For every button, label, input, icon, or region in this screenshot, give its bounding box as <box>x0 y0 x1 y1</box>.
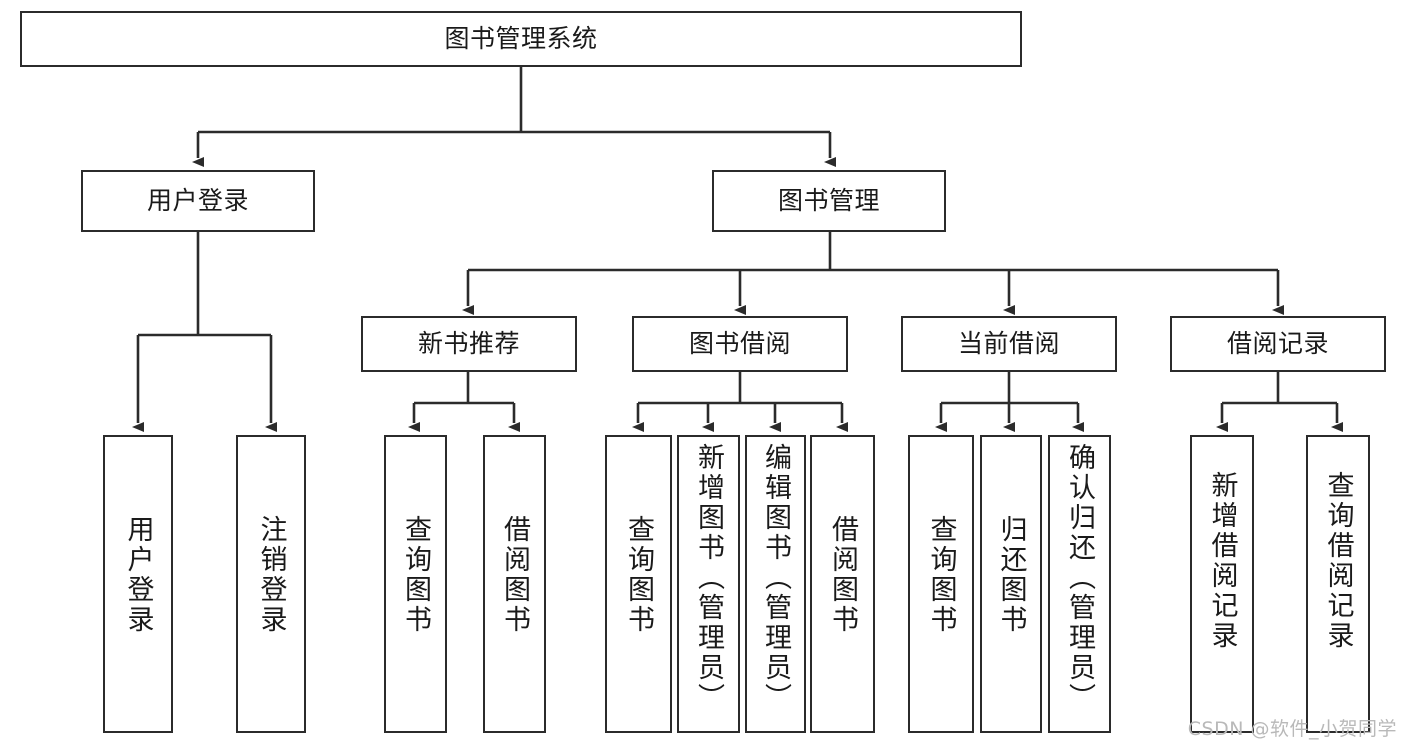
node-book-borrow[interactable]: 图书借阅 <box>632 316 848 372</box>
node-label: 借阅图书 <box>499 515 530 635</box>
node-label: 查询图书 <box>400 515 431 635</box>
node-label: 借阅图书 <box>827 515 858 635</box>
leaf-borrow-book-recommend[interactable]: 借阅图书 <box>483 435 546 733</box>
node-label: 用户登录 <box>146 186 249 216</box>
node-label: 查询图书 <box>623 515 654 635</box>
node-label: 查询借阅记录 <box>1322 471 1354 651</box>
node-label: 新增借阅记录 <box>1206 471 1238 651</box>
leaf-add-borrow-record[interactable]: 新增借阅记录 <box>1190 435 1254 733</box>
leaf-query-book-current[interactable]: 查询图书 <box>908 435 974 733</box>
node-label: 图书管理系统 <box>444 24 598 54</box>
node-label: 借阅记录 <box>1226 329 1329 359</box>
csdn-watermark: CSDN @软件_小贺同学 <box>1187 718 1397 740</box>
node-book-management-system[interactable]: 图书管理系统 <box>20 11 1022 67</box>
node-label: 注销登录 <box>255 515 287 635</box>
node-label: 用户登录 <box>122 515 154 635</box>
leaf-user-login[interactable]: 用户登录 <box>103 435 173 733</box>
leaf-return-book[interactable]: 归还图书 <box>980 435 1042 733</box>
leaf-query-borrow-record[interactable]: 查询借阅记录 <box>1306 435 1370 733</box>
leaf-query-book-recommend[interactable]: 查询图书 <box>384 435 447 733</box>
node-label: 图书管理 <box>777 186 880 216</box>
node-book-management[interactable]: 图书管理 <box>712 170 946 232</box>
node-label: 当前借阅 <box>957 329 1060 359</box>
node-label: 确认归还（管理员） <box>1064 443 1095 713</box>
node-new-book-recommend[interactable]: 新书推荐 <box>361 316 577 372</box>
node-label: 编辑图书（管理员） <box>760 443 791 713</box>
node-borrow-record[interactable]: 借阅记录 <box>1170 316 1386 372</box>
node-label: 新增图书（管理员） <box>693 443 724 713</box>
leaf-logout-login[interactable]: 注销登录 <box>236 435 306 733</box>
node-user-login[interactable]: 用户登录 <box>81 170 315 232</box>
leaf-edit-book-admin[interactable]: 编辑图书（管理员） <box>745 435 806 733</box>
leaf-add-book-admin[interactable]: 新增图书（管理员） <box>677 435 740 733</box>
node-label: 新书推荐 <box>417 329 520 359</box>
node-current-borrow[interactable]: 当前借阅 <box>901 316 1117 372</box>
node-label: 归还图书 <box>995 515 1027 635</box>
leaf-confirm-return-admin[interactable]: 确认归还（管理员） <box>1048 435 1111 733</box>
node-label: 查询图书 <box>925 515 957 635</box>
leaf-query-book-borrow[interactable]: 查询图书 <box>605 435 672 733</box>
leaf-borrow-book-borrow[interactable]: 借阅图书 <box>810 435 875 733</box>
node-label: 图书借阅 <box>688 329 791 359</box>
